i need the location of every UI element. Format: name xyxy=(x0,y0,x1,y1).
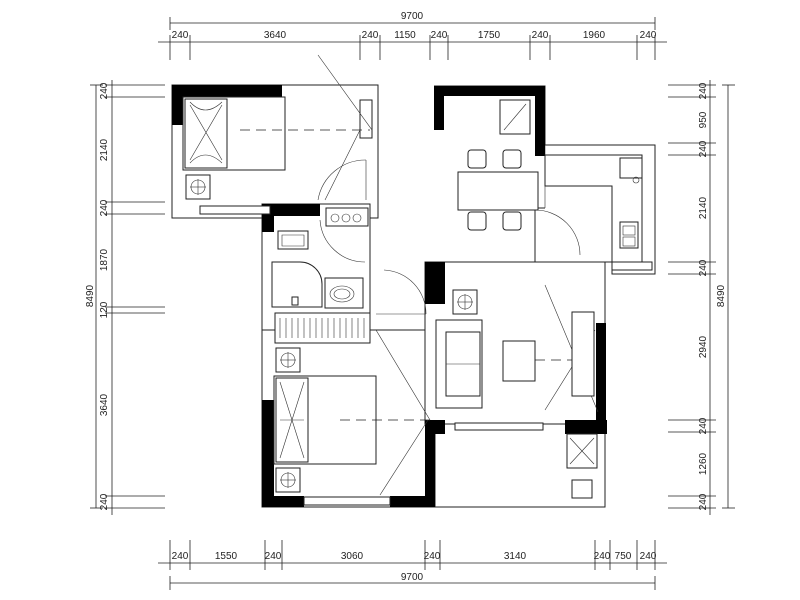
balcony-washing-machine-icon xyxy=(566,433,598,499)
top-seg-3: 240 xyxy=(362,30,379,41)
right-seg-7: 240 xyxy=(698,417,709,434)
left-seg-7: 240 xyxy=(99,493,110,510)
right-seg-3: 240 xyxy=(698,140,709,157)
bottom-segment-dimensions: 240 1550 240 3060 240 3140 240 750 240 xyxy=(158,540,667,570)
bottom-seg-3: 240 xyxy=(265,551,282,562)
top-seg-6: 1750 xyxy=(478,30,501,41)
bottom-seg-2: 1550 xyxy=(215,551,238,562)
tv-cabinet-icon xyxy=(571,311,595,397)
left-total-dimension: 8490 xyxy=(85,84,103,509)
plant-icon xyxy=(452,289,478,315)
left-seg-4: 1870 xyxy=(99,248,110,271)
top-total-dimension: 9700 xyxy=(169,11,656,30)
right-seg-9: 240 xyxy=(698,493,709,510)
shower-icon xyxy=(271,261,323,308)
sofa-icon xyxy=(435,319,483,409)
bedroom-1-door xyxy=(317,159,367,201)
bottom-seg-7: 240 xyxy=(594,551,611,562)
left-seg-5: 120 xyxy=(99,301,110,318)
kitchen-door xyxy=(534,209,581,256)
kitchen-sink-icon xyxy=(619,221,639,249)
bottom-seg-9: 240 xyxy=(640,551,657,562)
left-seg-1: 240 xyxy=(99,82,110,99)
coffee-table-icon xyxy=(502,340,595,382)
bottom-total-dimension: 9700 xyxy=(169,572,656,590)
right-seg-1: 240 xyxy=(698,82,709,99)
top-seg-2: 3640 xyxy=(264,30,287,41)
left-seg-6: 3640 xyxy=(99,393,110,416)
kitchen-counter xyxy=(544,154,643,263)
bottom-seg-6: 3140 xyxy=(504,551,527,562)
bottom-seg-5: 240 xyxy=(424,551,441,562)
bedroom-2-door xyxy=(376,269,427,315)
right-total-label: 8490 xyxy=(716,284,727,307)
right-seg-5: 240 xyxy=(698,259,709,276)
bed-icon xyxy=(273,375,430,465)
top-seg-7: 240 xyxy=(532,30,549,41)
bottom-seg-8: 750 xyxy=(615,551,632,562)
bed-icon xyxy=(182,96,370,171)
top-total-label: 9700 xyxy=(401,11,424,22)
plant-icon xyxy=(275,467,301,493)
right-segment-dimensions: 240 950 240 2140 240 2940 240 1260 240 xyxy=(668,80,716,515)
right-seg-6: 2940 xyxy=(698,335,709,358)
top-seg-8: 1960 xyxy=(583,30,606,41)
bottom-seg-1: 240 xyxy=(172,551,189,562)
top-seg-1: 240 xyxy=(172,30,189,41)
left-seg-2: 2140 xyxy=(99,138,110,161)
bottom-total-label: 9700 xyxy=(401,572,424,583)
dining-table-icon xyxy=(457,149,539,231)
wardrobe-icon xyxy=(274,312,371,344)
bathroom-door xyxy=(319,219,366,263)
plant-icon xyxy=(275,347,301,373)
left-seg-3: 240 xyxy=(99,199,110,216)
wash-basin-icon xyxy=(325,207,369,227)
washing-machine-icon xyxy=(324,277,364,309)
top-seg-5: 240 xyxy=(431,30,448,41)
top-seg-9: 240 xyxy=(640,30,657,41)
left-total-label: 8490 xyxy=(85,284,96,307)
right-seg-8: 1260 xyxy=(698,452,709,475)
left-segment-dimensions: 240 2140 240 1870 120 3640 240 xyxy=(99,80,165,515)
top-segment-dimensions: 240 3640 240 1150 240 1750 240 1960 240 xyxy=(158,30,667,60)
doors xyxy=(317,54,599,496)
top-seg-4: 1150 xyxy=(394,30,416,41)
toilet-icon xyxy=(277,230,309,250)
right-seg-2: 950 xyxy=(698,111,709,128)
right-total-dimension: 8490 xyxy=(716,84,735,509)
plant-icon xyxy=(185,174,211,200)
right-seg-4: 2140 xyxy=(698,196,709,219)
bottom-seg-4: 3060 xyxy=(341,551,364,562)
fridge-icon xyxy=(499,99,531,135)
